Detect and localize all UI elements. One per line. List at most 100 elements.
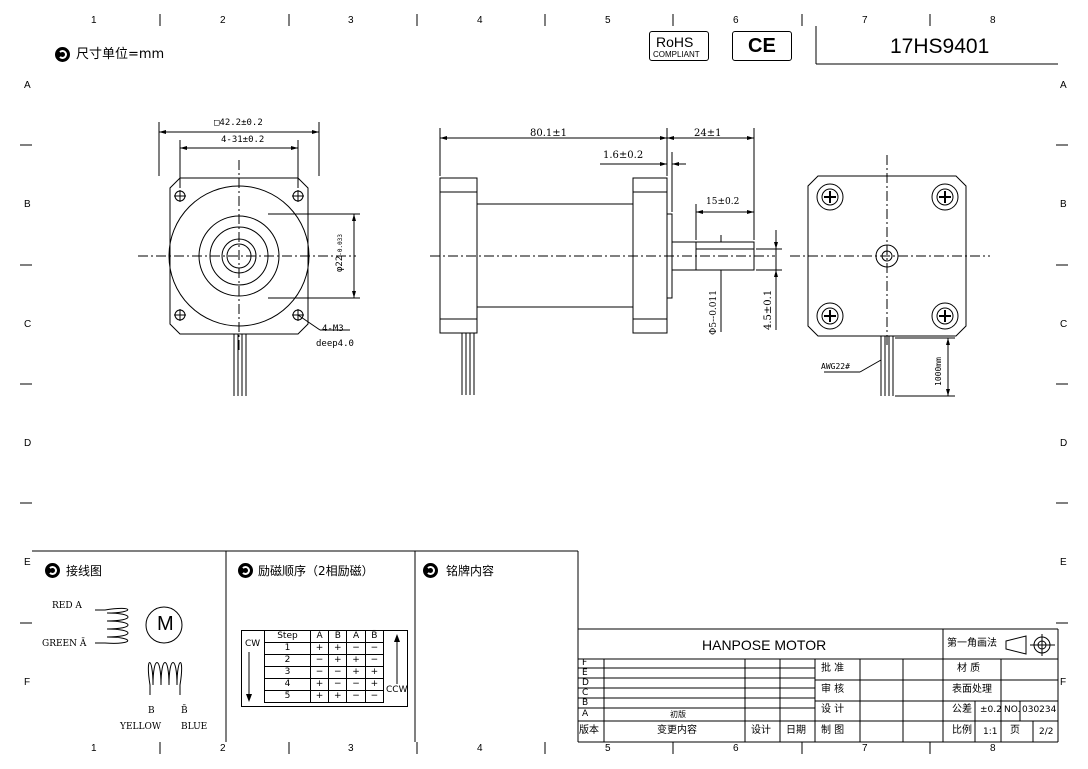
- table-row: 4+−−+: [264, 678, 385, 691]
- thread-label: 4-M3: [322, 324, 344, 334]
- col-num-b1: 1: [91, 743, 97, 754]
- cw-arrow-icon: [246, 652, 252, 702]
- rohs-badge: RoHS COMPLIANT: [649, 31, 709, 61]
- dim-shaft-length: 24±1: [694, 128, 722, 139]
- col-num-b3: 3: [348, 743, 354, 754]
- col-num-5: 5: [605, 15, 611, 26]
- sequence-header-row: Step A B Ā B̄: [264, 630, 385, 643]
- draw-label: 制 图: [821, 725, 845, 736]
- ce-badge: CE: [732, 31, 792, 61]
- seq-cell: −: [346, 642, 366, 655]
- row-letter-f-right: F: [1060, 677, 1067, 688]
- nameplate-title: 铭牌内容: [446, 564, 495, 578]
- col-version-label: 版本: [579, 725, 599, 736]
- ce-mark: CE: [748, 35, 776, 57]
- seq-cell: −: [364, 642, 385, 655]
- wiring-icon: [45, 563, 60, 578]
- cw-label: CW: [245, 639, 261, 649]
- seq-cell: −: [346, 690, 366, 703]
- col-date-label: 日期: [786, 725, 806, 736]
- seq-cell: +: [328, 642, 348, 655]
- col-num-b8: 8: [990, 743, 996, 754]
- seq-cell: +: [346, 654, 366, 667]
- row-letter-a: A: [24, 80, 31, 91]
- scale-value: 1:1: [983, 727, 998, 737]
- side-view-drawing: [430, 128, 782, 395]
- material-label: 材 质: [957, 663, 981, 674]
- number-label: NO.: [1004, 705, 1021, 715]
- sequence-icon: [238, 563, 253, 578]
- seq-header-bbar: B̄: [364, 630, 385, 643]
- col-num-b6: 6: [733, 743, 739, 754]
- seq-cell: 2: [264, 654, 311, 667]
- dim-square: □42.2±0.2: [214, 118, 263, 128]
- page-label: 页: [1010, 725, 1020, 736]
- ccw-arrow-icon: [394, 634, 400, 684]
- rev-f: F: [582, 658, 588, 668]
- row-letter-c-right: C: [1060, 319, 1068, 330]
- dim-flat-length: 15±0.2: [706, 197, 740, 207]
- seq-cell: +: [309, 642, 330, 655]
- motor-symbol: M: [157, 613, 174, 635]
- col-num-2: 2: [220, 15, 226, 26]
- row-letter-e: E: [24, 557, 31, 568]
- col-num-b4: 4: [477, 743, 483, 754]
- col-num-b7: 7: [862, 743, 868, 754]
- wiring-diagram: [95, 606, 183, 695]
- table-row: 3−−++: [264, 666, 385, 679]
- wire-blue-label: BLUE: [181, 722, 208, 732]
- wire-bbar-label: B̄: [181, 706, 188, 716]
- seq-cell: 5: [264, 690, 311, 703]
- rev-a-note: 初版: [670, 710, 686, 719]
- col-num-7: 7: [862, 15, 868, 26]
- row-letter-e-right: E: [1060, 557, 1067, 568]
- surface-label: 表面处理: [952, 684, 992, 695]
- row-letter-b: B: [24, 199, 31, 210]
- seq-cell: +: [309, 690, 330, 703]
- seq-cell: 4: [264, 678, 311, 691]
- rev-e: E: [582, 668, 588, 678]
- projection-label: 第一角画法: [947, 638, 997, 649]
- rev-a: A: [582, 709, 589, 719]
- seq-cell: +: [309, 678, 330, 691]
- wire-red-label: RED A: [52, 601, 82, 611]
- row-letter-b-right: B: [1060, 199, 1067, 210]
- seq-header-a: A: [309, 630, 330, 643]
- dim-hole-spacing: 4-31±0.2: [221, 135, 265, 145]
- seq-cell: −: [309, 654, 330, 667]
- units-icon: [55, 47, 70, 62]
- col-num-1: 1: [91, 15, 97, 26]
- col-num-6: 6: [733, 15, 739, 26]
- first-angle-projection-icon: [1005, 634, 1055, 656]
- company-name: HANPOSE MOTOR: [702, 637, 827, 653]
- seq-cell: +: [364, 666, 385, 679]
- wire-gauge-label: AWG22#: [821, 362, 850, 371]
- row-letter-d-right: D: [1060, 438, 1068, 449]
- col-num-b2: 2: [220, 743, 226, 754]
- col-num-8: 8: [990, 15, 996, 26]
- design-label: 设 计: [821, 704, 845, 715]
- seq-cell: −: [364, 654, 385, 667]
- rohs-text: RoHS: [656, 34, 694, 50]
- rev-b: B: [582, 698, 589, 708]
- review-label: 审 核: [821, 684, 845, 695]
- dim-square-value: 42.2±0.2: [219, 118, 263, 128]
- scale-label: 比例: [952, 725, 972, 736]
- table-row: 2−++−: [264, 654, 385, 667]
- seq-cell: −: [309, 666, 330, 679]
- row-letter-f: F: [24, 677, 31, 688]
- wire-green-label: GREEN Ā: [42, 639, 87, 649]
- number-value: 030234: [1022, 705, 1057, 715]
- thread-depth-label: deep4.0: [316, 339, 354, 349]
- seq-cell: −: [328, 678, 348, 691]
- col-num-3: 3: [348, 15, 354, 26]
- seq-header-b: B: [328, 630, 348, 643]
- dim-flange: 1.6±0.2: [603, 150, 644, 161]
- seq-cell: −: [364, 690, 385, 703]
- row-letter-c: C: [24, 319, 32, 330]
- seq-cell: +: [328, 654, 348, 667]
- seq-cell: +: [346, 666, 366, 679]
- approve-label: 批 准: [821, 663, 845, 674]
